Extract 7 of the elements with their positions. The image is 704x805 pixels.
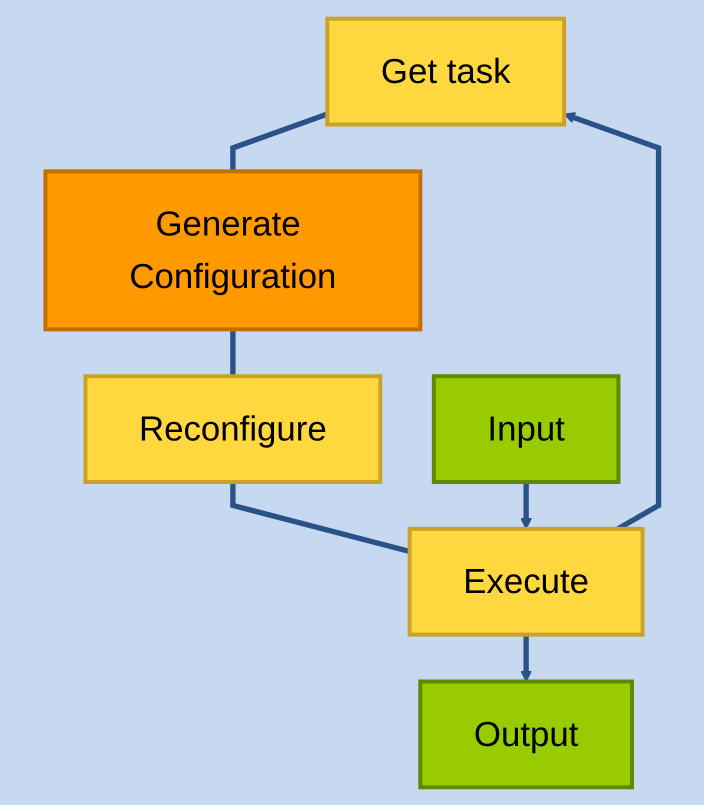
node-box: Reconfigure — [83, 374, 382, 484]
node-box: Output — [418, 679, 634, 789]
node-box: Execute — [408, 526, 645, 636]
node-box: Input — [432, 374, 620, 484]
node-box: Generate Configuration — [43, 168, 422, 331]
connector — [230, 328, 236, 376]
node-box: Get task — [325, 16, 566, 126]
